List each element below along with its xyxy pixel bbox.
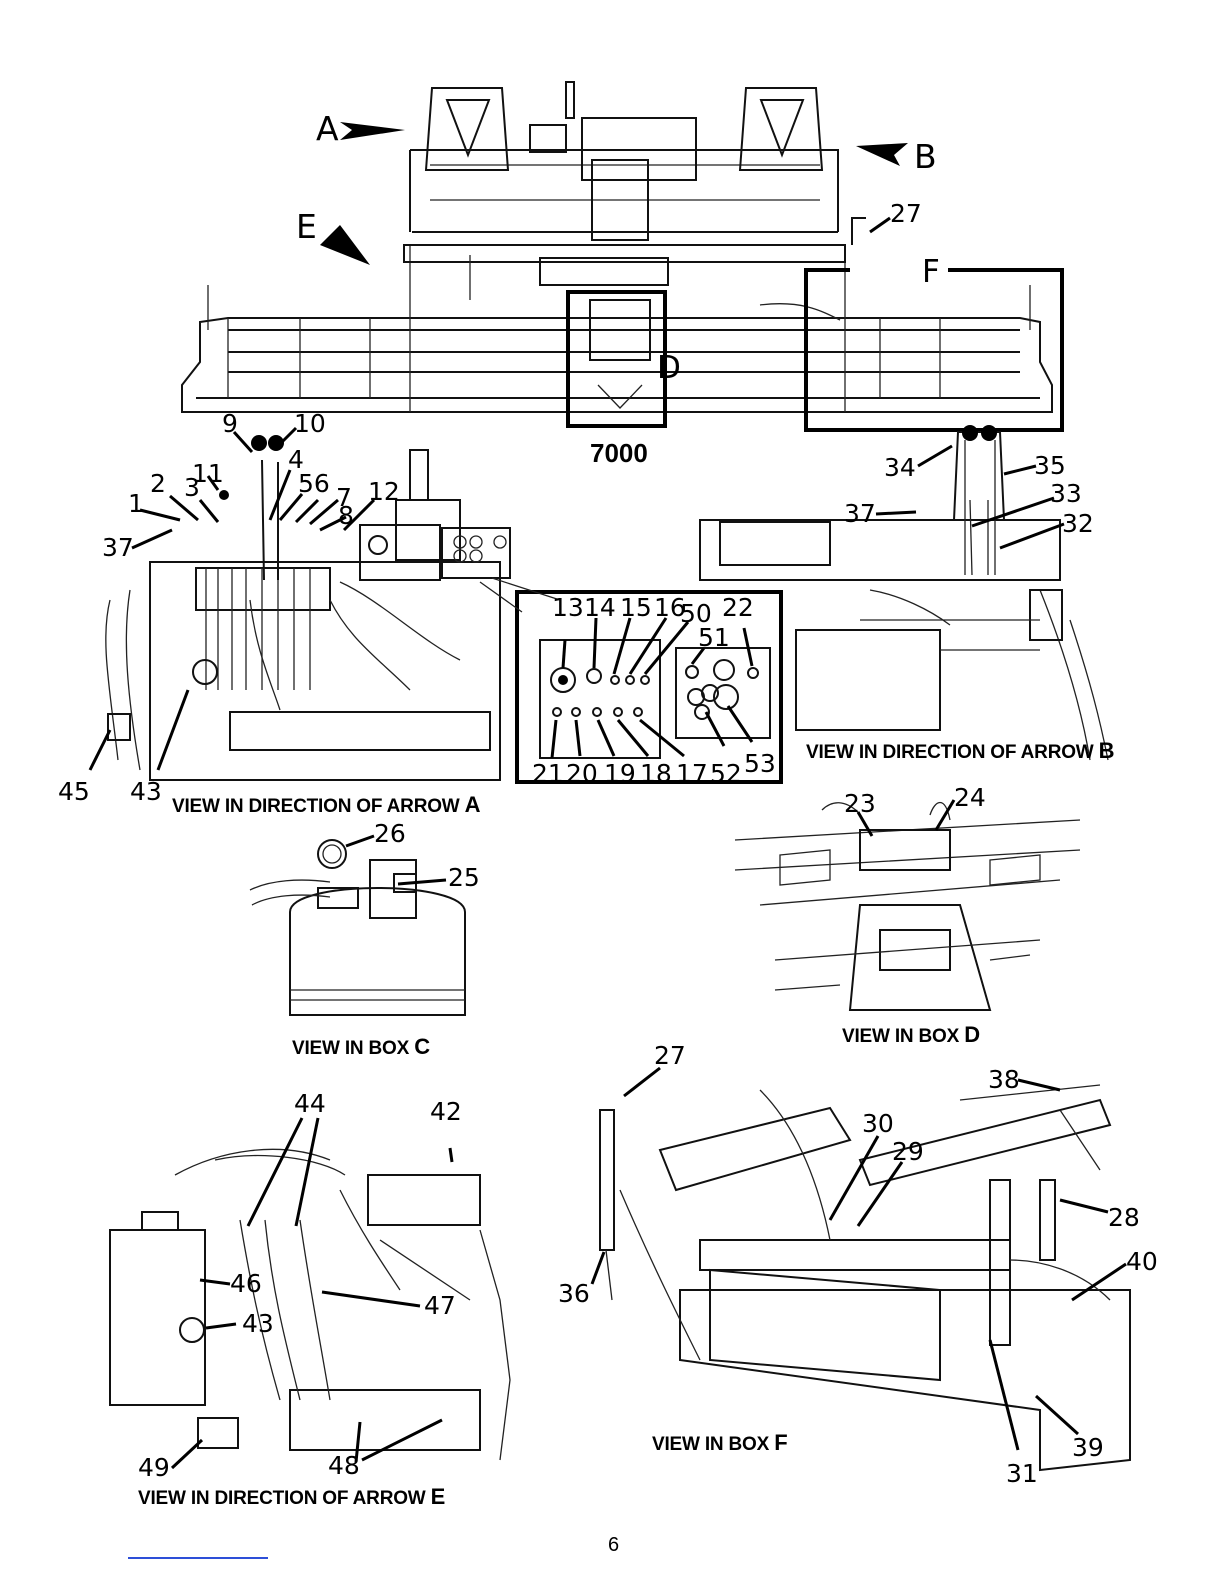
- arrow-label-a: A: [316, 109, 339, 148]
- arrow-b-pointer: [856, 143, 908, 166]
- arrow-label-e: E: [296, 207, 317, 246]
- callout-a-37: 37: [102, 533, 134, 562]
- callout-inset-17: 17: [676, 759, 708, 788]
- callout-inset-20: 20: [566, 759, 598, 788]
- model-label: 7000: [590, 438, 648, 468]
- callout-f-29: 29: [892, 1137, 924, 1166]
- caption-view-box-d-text: VIEW IN BOX: [842, 1026, 960, 1047]
- callout-a-12: 12: [368, 477, 400, 506]
- caption-view-arrow-e-letter: E: [430, 1484, 446, 1509]
- callout-a-56: 56: [298, 469, 330, 498]
- callout-e-47: 47: [424, 1291, 456, 1320]
- view-a-drawing: [105, 449, 511, 781]
- callout-e-49: 49: [138, 1453, 170, 1482]
- caption-view-arrow-a-text: VIEW IN DIRECTION OF ARROW: [172, 796, 460, 817]
- callout-inset-50: 50: [680, 599, 712, 628]
- callout-inset-52: 52: [710, 759, 742, 788]
- caption-view-arrow-b-letter: B: [1098, 738, 1115, 763]
- caption-view-box-c: VIEW IN BOX C: [292, 1034, 430, 1060]
- page-number: 6: [608, 1534, 620, 1556]
- caption-view-box-d: VIEW IN BOX D: [842, 1022, 980, 1048]
- callout-a-8: 8: [338, 501, 354, 530]
- box-d-outline: [566, 290, 667, 428]
- caption-view-arrow-a-letter: A: [464, 792, 481, 817]
- callout-f-30: 30: [862, 1109, 894, 1138]
- main-machine-drawing: [181, 81, 1053, 413]
- view-a-inset-panel: [539, 639, 771, 759]
- leader-lines: [88, 216, 1127, 1470]
- caption-view-arrow-b-text: VIEW IN DIRECTION OF ARROW: [806, 742, 1094, 763]
- callout-inset-51: 51: [698, 623, 730, 652]
- callout-e-46: 46: [230, 1269, 262, 1298]
- callout-f-39: 39: [1072, 1433, 1104, 1462]
- view-a-inset-box: [515, 590, 783, 784]
- callout-f-31: 31: [1006, 1459, 1038, 1488]
- callout-a-43: 43: [130, 777, 162, 806]
- callout-d-23: 23: [844, 789, 876, 818]
- caption-view-box-f-letter: F: [774, 1430, 788, 1455]
- caption-view-box-f: VIEW IN BOX F: [652, 1430, 788, 1456]
- arrow-a-pointer: [340, 122, 405, 140]
- caption-view-arrow-e-text: VIEW IN DIRECTION OF ARROW: [138, 1488, 426, 1509]
- callout-inset-16: 16: [654, 593, 686, 622]
- callout-d-24: 24: [954, 783, 986, 812]
- caption-view-box-c-text: VIEW IN BOX: [292, 1038, 410, 1059]
- arrow-e-pointer: [320, 225, 370, 265]
- callout-f-28: 28: [1108, 1203, 1140, 1232]
- callout-b-35: 35: [1034, 451, 1066, 480]
- callout-a-11: 11: [192, 459, 224, 488]
- callout-a-45: 45: [58, 777, 90, 806]
- caption-view-arrow-a: VIEW IN DIRECTION OF ARROW A: [172, 792, 481, 818]
- callout-a-1: 1: [128, 489, 144, 518]
- box-label-d: D: [657, 350, 681, 386]
- callout-a-4: 4: [288, 445, 304, 474]
- caption-view-box-c-letter: C: [414, 1034, 430, 1059]
- callout-inset-13: 13: [552, 593, 584, 622]
- callout-a-7: 7: [336, 483, 352, 512]
- arrow-label-b: B: [914, 137, 937, 176]
- callout-c-25: 25: [448, 863, 480, 892]
- callout-f-27: 27: [654, 1041, 686, 1070]
- caption-view-arrow-b: VIEW IN DIRECTION OF ARROW B: [806, 738, 1115, 764]
- callout-a-10: 10: [294, 409, 326, 438]
- callout-b-34: 34: [884, 453, 916, 482]
- callout-f-36: 36: [558, 1279, 590, 1308]
- callout-e-43: 43: [242, 1309, 274, 1338]
- callout-inset-21: 21: [532, 759, 564, 788]
- callout-main-27: 27: [890, 199, 922, 228]
- callout-f-38: 38: [988, 1065, 1020, 1094]
- view-f-drawing: [599, 1084, 1131, 1472]
- callout-inset-19: 19: [604, 759, 636, 788]
- callout-b-32: 32: [1062, 509, 1094, 538]
- callout-e-48: 48: [328, 1451, 360, 1480]
- callout-inset-14: 14: [584, 593, 616, 622]
- callout-inset-18: 18: [640, 759, 672, 788]
- callout-f-40: 40: [1126, 1247, 1158, 1276]
- callout-e-44: 44: [294, 1089, 326, 1118]
- callout-a-2: 2: [150, 469, 166, 498]
- callout-c-26: 26: [374, 819, 406, 848]
- callout-a-3: 3: [184, 473, 200, 502]
- box-label-f: F: [922, 254, 940, 290]
- caption-view-box-d-letter: D: [964, 1022, 980, 1047]
- footer-rule: [128, 1557, 268, 1559]
- callout-inset-22: 22: [722, 593, 754, 622]
- caption-view-arrow-e: VIEW IN DIRECTION OF ARROW E: [138, 1484, 445, 1510]
- view-d-drawing: [734, 801, 1081, 1011]
- callout-e-42: 42: [430, 1097, 462, 1126]
- view-c-drawing: [249, 839, 466, 1016]
- callout-b-33: 33: [1050, 479, 1082, 508]
- caption-view-box-f-text: VIEW IN BOX: [652, 1434, 770, 1455]
- box-f-outline: [804, 268, 1064, 432]
- view-e-drawing: [109, 1148, 511, 1461]
- callout-b-37: 37: [844, 499, 876, 528]
- callout-inset-53: 53: [744, 749, 776, 778]
- view-b-drawing: [699, 431, 1109, 761]
- callout-a-9: 9: [222, 409, 238, 438]
- callout-inset-15: 15: [620, 593, 652, 622]
